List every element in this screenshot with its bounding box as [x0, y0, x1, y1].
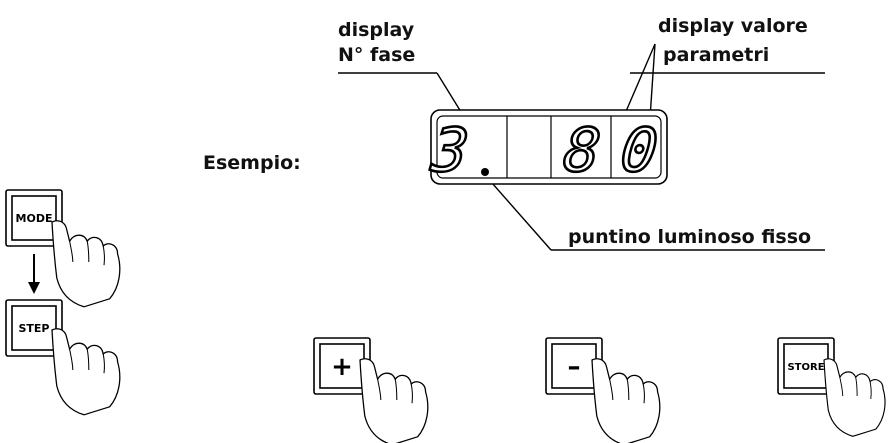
example-label: Esempio: [203, 152, 301, 174]
mode-button[interactable]: MODE [5, 189, 63, 247]
step-button-label: STEP [18, 322, 49, 335]
display-value-digit-2: 0 [617, 116, 660, 186]
minus-button-label: – [568, 352, 581, 382]
pointing-hand-icon [591, 358, 661, 443]
display-value-label-line2: parametri [663, 44, 770, 66]
display-phase-label-line2: N° fase [338, 44, 416, 66]
down-arrow-icon [28, 254, 40, 294]
display-phase-digit: 3 [427, 116, 471, 186]
fixed-dot-indicator [481, 168, 489, 176]
minus-button[interactable]: – [545, 337, 603, 395]
mode-button-label: MODE [16, 212, 53, 225]
store-button-label: STORE [787, 362, 824, 373]
display-value-digit-1: 8 [560, 116, 603, 186]
pointing-hand-icon [51, 220, 121, 308]
step-button[interactable]: STEP [5, 299, 63, 357]
display-value-label-line1: display valore [658, 15, 808, 37]
pointing-hand-icon [51, 328, 121, 416]
plus-button[interactable]: + [313, 337, 371, 395]
fixed-dot-label: puntino luminoso fisso [568, 226, 812, 248]
plus-button-label: + [331, 352, 353, 382]
display-phase-label-line1: display [338, 19, 415, 41]
pointing-hand-icon [823, 358, 886, 437]
pointing-hand-icon [359, 358, 429, 443]
store-button[interactable]: STORE [777, 337, 835, 395]
seven-segment-display: 3 8 0 [426, 109, 668, 187]
